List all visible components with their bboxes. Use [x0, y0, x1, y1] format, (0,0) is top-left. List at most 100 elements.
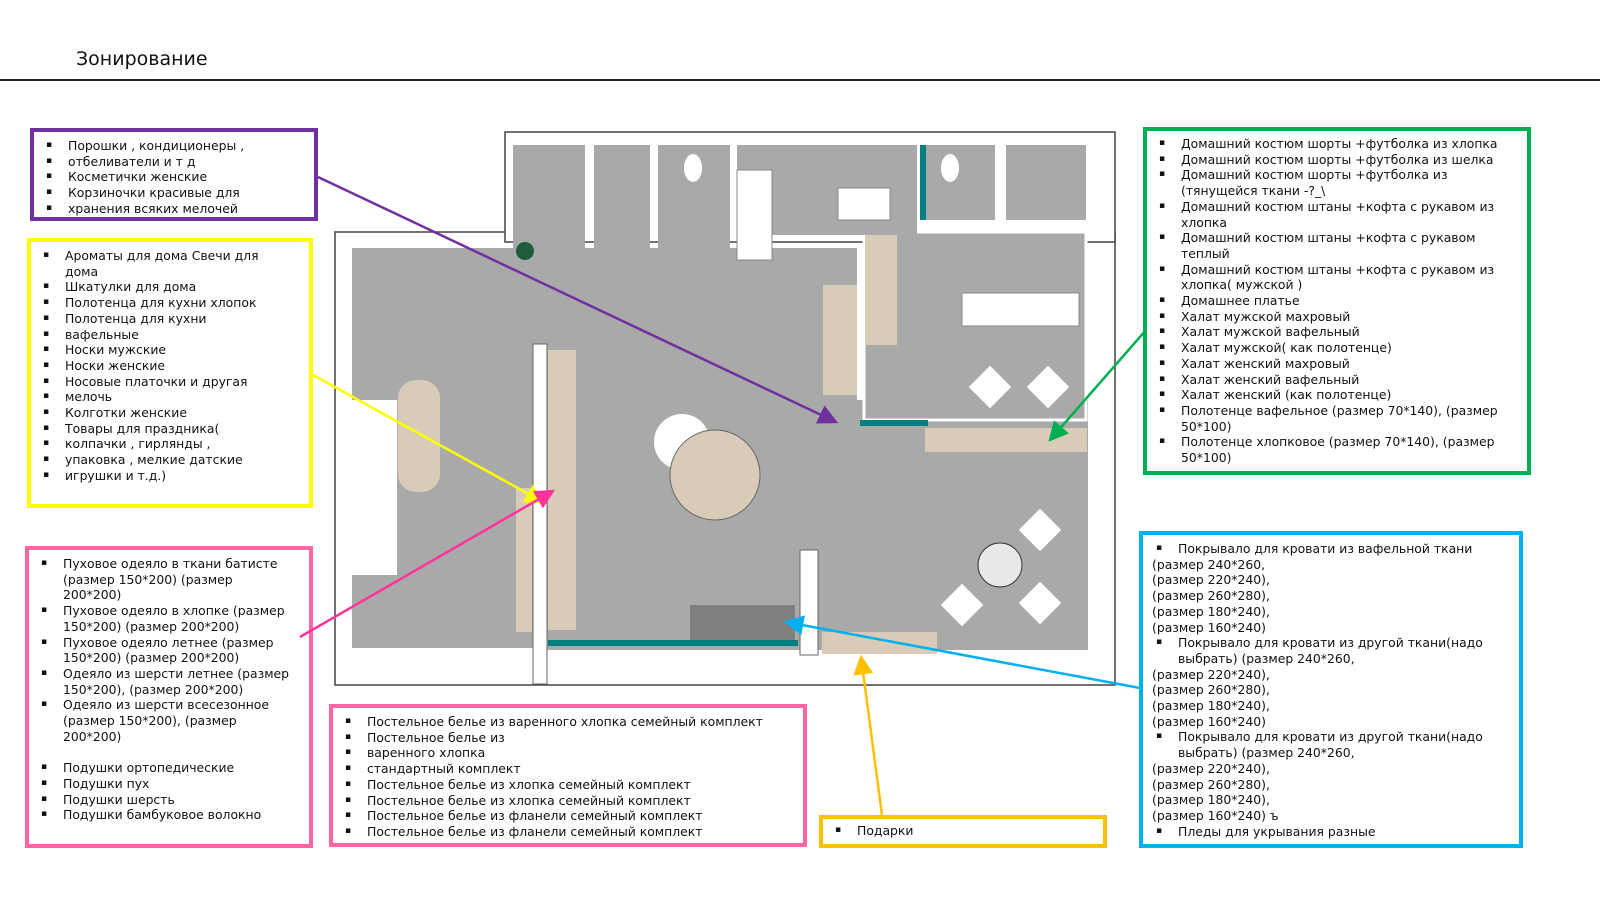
list-item: дома: [65, 263, 99, 279]
list-item: Покрывало для кровати из другой ткани(на…: [1152, 729, 1511, 745]
list-item: 150*200) (размер 200*200): [63, 618, 240, 634]
list-item: (размер 260*280),: [1152, 682, 1270, 698]
list-item: Постельное белье из фланели семейный ком…: [341, 824, 795, 840]
shelving: [548, 350, 576, 630]
list-item: теплый: [1181, 245, 1230, 261]
list-item: (размер 180*240),: [1152, 792, 1270, 808]
list-item: Покрывало для кровати из вафельной ткани: [1152, 541, 1511, 557]
zone-item-list: Постельное белье из варенного хлопка сем…: [341, 714, 795, 840]
list-item: стандартный комплект: [341, 761, 795, 777]
zone-pink-left-box: Пуховое одеяло в ткани батисте(размер 15…: [25, 546, 313, 848]
list-item: (размер 220*240),: [1152, 666, 1270, 682]
counter-desk: [398, 380, 440, 492]
list-item: Товары для праздника(: [39, 421, 301, 437]
chair-icon: [1018, 508, 1062, 552]
central-partition: [532, 343, 548, 685]
list-item: 200*200): [63, 728, 122, 744]
zone-blue-box: Покрывало для кровати из вафельной ткани…: [1139, 531, 1523, 848]
list-item: Носки мужские: [39, 342, 301, 358]
list-item: Подушки ортопедические: [37, 760, 301, 776]
plant-icon: [516, 242, 534, 260]
list-item: Шкатулки для дома: [39, 279, 301, 295]
round-table: [669, 429, 761, 521]
list-item: Постельное белье из: [341, 730, 795, 746]
list-item: Полотенца для кухни хлопок: [39, 295, 301, 311]
counter: [837, 187, 891, 221]
list-item: (размер 150*200) (размер: [63, 571, 233, 587]
shelving: [865, 235, 897, 345]
list-item: 50*100): [1181, 450, 1232, 466]
list-item: Халат мужской махровый: [1155, 309, 1519, 325]
list-item: Косметички женские: [42, 169, 306, 185]
list-item: Подарки: [831, 823, 1095, 839]
list-item: Халат женский (как полотенце): [1155, 387, 1519, 403]
partition: [799, 549, 819, 656]
teal-wall: [548, 640, 798, 646]
list-item: Одеяло из шерсти летнее (размер: [37, 666, 301, 682]
list-item: Домашний костюм штаны +кофта с рукавом: [1155, 230, 1519, 246]
zone-item-list: Домашний костюм шорты +футболка из хлопк…: [1155, 136, 1519, 466]
list-item: 50*100): [1181, 418, 1232, 434]
zone-item-list: Подарки: [831, 823, 1095, 839]
zone-gifts-box: Подарки: [819, 815, 1107, 848]
list-item: Подушки бамбуковое волокно: [37, 807, 301, 823]
list-item: (размер 160*240): [1152, 713, 1266, 729]
baskets: [690, 605, 795, 640]
shelving: [823, 285, 857, 395]
list-item: варенного хлопка: [341, 745, 795, 761]
list-item: Постельное белье из хлопка семейный комп…: [341, 793, 795, 809]
list-item: хлопка: [1181, 214, 1228, 230]
list-item: Пледы для укрывания разные: [1152, 824, 1511, 840]
list-item: (размер 180*240),: [1152, 698, 1270, 714]
list-item: Пуховое одеяло в ткани батисте: [37, 556, 301, 572]
list-item: Постельное белье из хлопка семейный комп…: [341, 777, 795, 793]
list-item: Покрывало для кровати из другой ткани(на…: [1152, 635, 1511, 651]
zone-green-box: Домашний костюм шорты +футболка из хлопк…: [1143, 127, 1531, 475]
list-item: (размер 180*240),: [1152, 603, 1270, 619]
shelving: [516, 488, 532, 632]
list-item: Порошки , кондиционеры ,: [42, 138, 306, 154]
list-item: Домашний костюм штаны +кофта с рукавом и…: [1155, 262, 1519, 278]
title-divider: [0, 79, 1600, 81]
cabinet: [736, 169, 773, 261]
list-item: игрушки и т.д.): [39, 468, 301, 484]
list-item: Домашний костюм шорты +футболка из шелка: [1155, 152, 1519, 168]
bench: [961, 292, 1080, 327]
list-item: 150*200) (размер 200*200): [63, 650, 240, 666]
zone-item-list: Пуховое одеяло в ткани батисте(размер 15…: [37, 556, 301, 823]
teal-wall: [860, 420, 928, 426]
list-item: Домашнее платье: [1155, 293, 1519, 309]
list-item: Халат женский вафельный: [1155, 372, 1519, 388]
list-item: Постельное белье из фланели семейный ком…: [341, 808, 795, 824]
list-item: Постельное белье из варенного хлопка сем…: [341, 714, 795, 730]
list-item: (размер 160*240): [1152, 619, 1266, 635]
zone-item-list: Порошки , кондиционеры ,отбеливатели и т…: [42, 138, 306, 217]
list-item: (размер 240*260,: [1152, 556, 1266, 572]
left-partition: [352, 400, 397, 575]
list-item: хранения всяких мелочей: [42, 201, 306, 217]
list-item: упаковка , мелкие датские: [39, 452, 301, 468]
chair-icon: [1018, 581, 1062, 625]
list-item: Халат мужской вафельный: [1155, 324, 1519, 340]
teal-wall: [920, 145, 926, 220]
zone-item-list: Ароматы для дома Свечи длядомаШкатулки д…: [39, 248, 301, 484]
list-item: Халат мужской( как полотенце): [1155, 340, 1519, 356]
list-item: хлопка( мужской ): [1181, 277, 1303, 293]
list-item: Пуховое одеяло летнее (размер: [37, 635, 301, 651]
gift-shelf: [822, 632, 937, 654]
room-4: [1006, 145, 1086, 220]
list-item: (размер 260*280),: [1152, 776, 1270, 792]
list-item: Домашний костюм шорты +футболка из хлопк…: [1155, 136, 1519, 152]
list-item: (тянущейся ткани -?_\: [1181, 183, 1326, 199]
list-item: Подушки пух: [37, 776, 301, 792]
list-item: колпачки , гирлянды ,: [39, 436, 301, 452]
list-item: мелочь: [39, 389, 301, 405]
list-item: Халат женский махровый: [1155, 356, 1519, 372]
list-item: Ароматы для дома Свечи для: [39, 248, 301, 264]
zone-pink-bottom-box: Постельное белье из варенного хлопка сем…: [329, 704, 807, 847]
list-item: (размер 220*240),: [1152, 572, 1270, 588]
list-item: [37, 744, 301, 760]
coffee-table: [977, 542, 1023, 588]
zone-yellow-box: Ароматы для дома Свечи длядомаШкатулки д…: [27, 238, 313, 508]
zone-purple-box: Порошки , кондиционеры ,отбеливатели и т…: [30, 128, 318, 221]
